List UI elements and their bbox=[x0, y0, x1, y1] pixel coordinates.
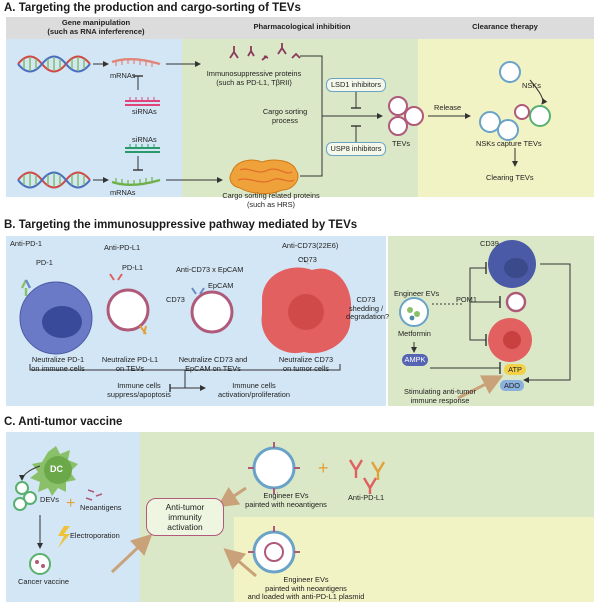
label-neutralize-cd73-epcam: Neutralize CD73 and EpCAM on TEVs bbox=[178, 355, 248, 373]
label-cargo-sorting-process: Cargo sorting process bbox=[262, 107, 308, 125]
label-engineer-evs-b: Engineer EVs bbox=[394, 289, 440, 298]
label-cd73-left: CD73 bbox=[166, 295, 185, 304]
label-anti-pdl1-c: Anti-PD-L1 bbox=[348, 493, 385, 502]
label-neutralize-pdl1: Neutralize PD-L1 on TEVs bbox=[101, 355, 159, 373]
label-immunosuppressive-proteins: Immunosuppressive proteins (such as PD-L… bbox=[206, 69, 302, 87]
header-gene-manipulation: Gene manipulation (such as RNA inferfere… bbox=[47, 18, 145, 36]
label-anti-cd73-epcam: Anti-CD73 x EpCAM bbox=[176, 265, 244, 274]
label-devs: DEVs bbox=[40, 495, 59, 504]
label-cancer-vaccine: Cancer vaccine bbox=[18, 577, 69, 586]
label-clearing-tevs: Clearing TEVs bbox=[486, 173, 534, 182]
label-anti-pd1: Anti-PD-1 bbox=[10, 239, 43, 248]
label-metformin: Metformin bbox=[398, 329, 431, 338]
header-clearance-therapy: Clearance therapy bbox=[472, 22, 538, 31]
panel-a-clear bbox=[418, 17, 594, 197]
label-mrnas-bottom: mRNAs bbox=[110, 188, 136, 197]
label-engineer-painted: Engineer EVs painted with neoantigens bbox=[245, 491, 327, 509]
header-pharmacological-inhibition: Pharmacological inhibition bbox=[253, 22, 351, 31]
section-a-title: A. Targeting the production and cargo-so… bbox=[4, 2, 301, 14]
section-b-title: B. Targeting the immunosuppressive pathw… bbox=[4, 219, 358, 231]
label-mrnas-top: mRNAs bbox=[110, 71, 136, 80]
label-neutralize-cd73-tumor: Neutralize CD73 on tumor cells bbox=[278, 355, 334, 373]
label-anti-pdl1: Anti-PD-L1 bbox=[104, 243, 141, 252]
label-sirnas-bottom: siRNAs bbox=[132, 135, 157, 144]
ado-badge: ADO bbox=[500, 380, 524, 391]
label-tevs: TEVs bbox=[392, 139, 411, 148]
panel-a-header-bar bbox=[6, 17, 594, 39]
panel-a-gene bbox=[6, 17, 182, 197]
usp8-inhibitors-box: USP8 inhibitors bbox=[326, 142, 386, 156]
label-dc: DC bbox=[50, 464, 63, 474]
label-pd1: PD-1 bbox=[36, 258, 53, 267]
anti-tumor-immunity-box: Anti-tumor immunity activation bbox=[146, 498, 224, 536]
lsd1-inhibitors-box: LSD1 inhibitors bbox=[326, 78, 386, 92]
label-nsks: NSKs bbox=[522, 81, 541, 90]
label-nsks-capture: NSKs capture TEVs bbox=[476, 139, 542, 148]
label-release: Release bbox=[434, 103, 462, 112]
label-immune-suppress: Immune cells suppress/apoptosis bbox=[107, 381, 171, 399]
label-electroporation: Electroporation bbox=[70, 531, 120, 540]
label-pdl1: PD-L1 bbox=[122, 263, 143, 272]
label-cd39: CD39 bbox=[480, 239, 499, 248]
label-neoantigens: Neoantigens bbox=[80, 503, 122, 512]
label-anti-cd73-22e6: Anti-CD73(22E6) bbox=[282, 241, 339, 250]
label-cd73-right: CD73 bbox=[298, 255, 317, 264]
label-pom1: POM1 bbox=[456, 295, 477, 304]
panel-b-left bbox=[6, 236, 386, 406]
panel-b-right bbox=[388, 236, 594, 406]
label-engineer-loaded: Engineer EVs painted with neoantigens an… bbox=[247, 575, 365, 602]
ampk-badge: AMPK bbox=[402, 354, 428, 366]
label-stimulating: Stimulating anti-tumor immune response bbox=[404, 387, 476, 405]
atp-badge: ATP bbox=[504, 364, 526, 375]
label-sirnas-top: siRNAs bbox=[132, 107, 157, 116]
label-neutralize-pd1: Neutralize PD-1 on immune cells bbox=[31, 355, 85, 373]
label-epcam: EpCAM bbox=[208, 281, 234, 290]
section-c-title: C. Anti-tumor vaccine bbox=[4, 416, 123, 428]
label-cargo-sorting-related: Cargo sorting related proteins (such as … bbox=[222, 191, 320, 209]
label-cd73-shedding: CD73 shedding / degradation? bbox=[346, 295, 390, 322]
label-immune-activation: Immune cells activation/proliferation bbox=[218, 381, 290, 399]
